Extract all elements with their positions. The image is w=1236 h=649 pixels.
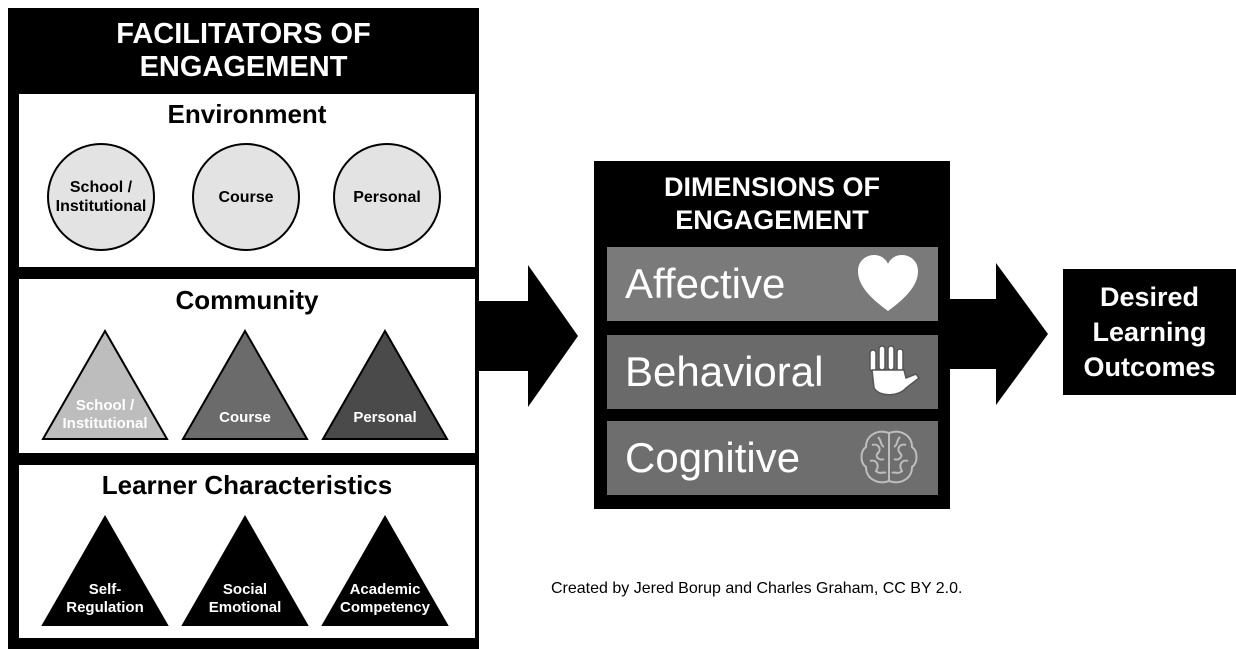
heart-icon bbox=[858, 255, 918, 311]
learner-triangle-social-emotional bbox=[181, 515, 309, 626]
community-title: Community bbox=[175, 285, 319, 315]
environment-section: Environment School /Institutional Course… bbox=[19, 94, 475, 267]
hand-icon bbox=[869, 345, 920, 396]
dimensions-title: DIMENSIONS OF ENGAGEMENT bbox=[663, 172, 880, 235]
arrow-to-outcomes bbox=[948, 263, 1048, 405]
dimensions-panel: DIMENSIONS OF ENGAGEMENT Affective Behav… bbox=[594, 161, 950, 509]
community-triangle-personal bbox=[321, 329, 449, 440]
learner-title: Learner Characteristics bbox=[101, 470, 393, 500]
facilitators-panel: FACILITATORS OF ENGAGEMENT Environment S… bbox=[8, 8, 479, 649]
community-label-school: School /Institutional bbox=[62, 397, 148, 432]
learner-triangle-academic-competency bbox=[321, 515, 449, 626]
environment-circle-course: Course bbox=[192, 143, 300, 251]
dimension-behavioral: Behavioral bbox=[607, 335, 938, 409]
credit-text: Created by Jered Borup and Charles Graha… bbox=[551, 580, 963, 597]
dimension-affective: Affective bbox=[607, 247, 938, 321]
facilitators-title: FACILITATORS OF ENGAGEMENT bbox=[116, 18, 371, 83]
arrow-to-dimensions bbox=[476, 265, 578, 407]
dimension-label-behavioral: Behavioral bbox=[625, 348, 824, 395]
environment-circle-personal: Personal bbox=[333, 143, 441, 251]
environment-title: Environment bbox=[167, 99, 327, 129]
learner-section: Learner Characteristics Self-Regulation … bbox=[19, 465, 475, 638]
dimension-label-affective: Affective bbox=[625, 260, 786, 307]
environment-circle-school: School /Institutional bbox=[47, 143, 155, 251]
community-triangle-school bbox=[41, 329, 169, 440]
community-section: Community School /Institutional Course P… bbox=[19, 279, 475, 453]
learner-label-self-regulation: Self-Regulation bbox=[66, 581, 144, 616]
community-label-personal: Personal bbox=[353, 409, 417, 426]
community-triangle-course bbox=[181, 329, 309, 440]
brain-icon bbox=[860, 430, 918, 484]
learner-triangle-self-regulation bbox=[41, 515, 169, 626]
community-label-course: Course bbox=[219, 409, 271, 426]
dimension-label-cognitive: Cognitive bbox=[625, 434, 801, 481]
dimension-cognitive: Cognitive bbox=[607, 421, 938, 495]
desired-outcomes-box: Desired Learning Outcomes bbox=[1063, 269, 1236, 395]
